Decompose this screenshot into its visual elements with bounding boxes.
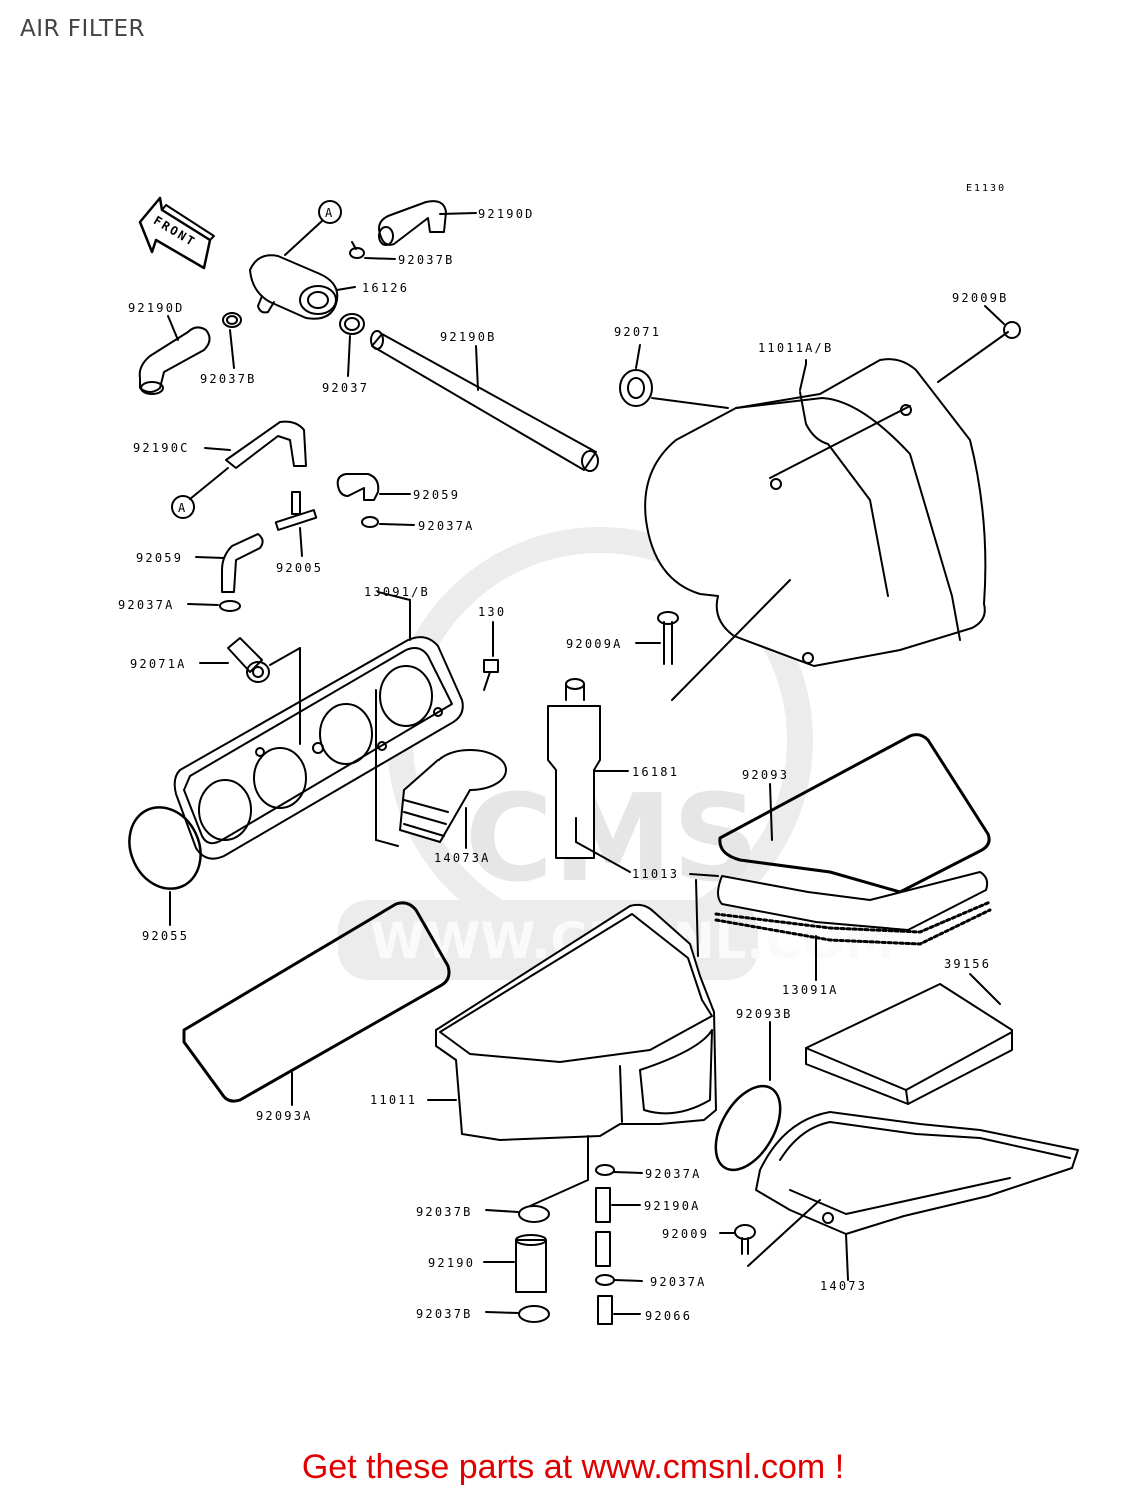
fitting-92066 [597, 1295, 641, 1325]
label-16126: 16126 [362, 281, 409, 295]
label-92037B-left: 92037B [200, 372, 257, 386]
hose-92059-right [336, 473, 411, 501]
label-16181: 16181 [632, 765, 679, 779]
diagram-code: E1130 [966, 183, 1006, 194]
label-92093B: 92093B [736, 1007, 793, 1021]
hose-92190A [595, 1187, 641, 1267]
hose-92190B [370, 330, 599, 472]
label-92190A: 92190A [644, 1199, 701, 1213]
watermark-brand: CMS [465, 770, 759, 909]
label-92055: 92055 [142, 929, 189, 943]
label-92071: 92071 [614, 325, 661, 339]
clip-92037B-bottom2 [485, 1305, 550, 1323]
clip-92037A-mid [361, 516, 415, 528]
upper-case-11011AB [644, 358, 987, 701]
oring-92055 [128, 806, 202, 926]
label-92037B-bottom2: 92037B [416, 1307, 473, 1321]
bolt-92009 [719, 1224, 756, 1255]
label-92071A: 92071A [130, 657, 187, 671]
bolt-92009B [937, 305, 1021, 383]
ref-marker-a-top: A [284, 200, 342, 256]
label-11011: 11011 [370, 1093, 417, 1107]
label-92037A-bottom2: 92037A [650, 1275, 707, 1289]
holder-plate-13091B [173, 591, 464, 860]
label-13091A: 13091A [782, 983, 839, 997]
element-39156 [805, 973, 1013, 1105]
oring-92093B [714, 1021, 782, 1172]
clip-92037B-bottom1 [485, 1205, 550, 1223]
label-92190C: 92190C [133, 441, 190, 455]
plug-92071A [199, 637, 270, 683]
front-arrow-icon: FRONT [138, 196, 215, 270]
label-92037A-left: 92037A [118, 598, 175, 612]
ref-marker-a-label: A [325, 206, 334, 220]
label-39156: 39156 [944, 957, 991, 971]
label-92037: 92037 [322, 381, 369, 395]
label-92059-left: 92059 [136, 551, 183, 565]
label-14073A: 14073A [434, 851, 491, 865]
label-92037A-bottom: 92037A [645, 1167, 702, 1181]
label-92190D-left: 92190D [128, 301, 185, 315]
label-92037A-mid: 92037A [418, 519, 475, 533]
gasket-92093A [182, 901, 451, 1106]
component-16181 [547, 678, 631, 873]
label-11013: 11013 [632, 867, 679, 881]
hose-92190D-top [378, 200, 477, 246]
screw-92009A [635, 611, 679, 665]
label-13091B: 13091/B [364, 585, 430, 599]
label-92009B: 92009B [952, 291, 1009, 305]
ref-marker-a-label: A [178, 501, 187, 515]
label-92093: 92093 [742, 768, 789, 782]
label-14073: 14073 [820, 1279, 867, 1293]
label-11011AB: 11011A/B [758, 341, 833, 355]
clip-92037A-left [187, 600, 241, 612]
clip-92037A-bottom2 [595, 1274, 643, 1286]
label-92190B: 92190B [440, 330, 497, 344]
footer-link[interactable]: Get these parts at www.cmsnl.com ! [301, 1448, 845, 1486]
label-92066: 92066 [645, 1309, 692, 1323]
valve-16126 [249, 254, 356, 320]
ref-marker-a-left: A [171, 467, 229, 519]
grommet-92071 [619, 344, 729, 409]
pad-11013 [689, 871, 989, 957]
label-130: 130 [478, 605, 506, 619]
page-title: AIR FILTER [20, 16, 146, 42]
label-92190D-top: 92190D [478, 207, 535, 221]
hose-92190D-left [138, 315, 211, 395]
clip-92037B-top [349, 241, 396, 260]
clip-92037A-bottom [595, 1164, 643, 1176]
label-92005: 92005 [276, 561, 323, 575]
gasket-92093 [718, 733, 991, 894]
fitting-92005 [274, 491, 318, 557]
mesh-13091A [714, 900, 992, 981]
lower-case-11011 [427, 903, 717, 1207]
pipe-92190 [483, 1234, 547, 1293]
hose-92190C [204, 420, 307, 469]
filter-14073A [375, 689, 507, 849]
label-92009A: 92009A [566, 637, 623, 651]
label-92190: 92190 [428, 1256, 475, 1270]
bolt-130 [483, 621, 499, 691]
part-labels: 92190D 92037B 16126 92190D 92037B 92037 … [118, 207, 1009, 1323]
label-92093A: 92093A [256, 1109, 313, 1123]
hose-92059-left [195, 533, 264, 593]
clip-92037 [339, 313, 365, 377]
duct-14073 [747, 1111, 1079, 1281]
label-92037B-bottom1: 92037B [416, 1205, 473, 1219]
label-92037B-top: 92037B [398, 253, 455, 267]
label-92059-right: 92059 [413, 488, 460, 502]
clip-92037B-left [222, 312, 242, 369]
label-92009: 92009 [662, 1227, 709, 1241]
exploded-parts-diagram: CMS WWW.CMSNL.COM E1130 FRONT A A [118, 183, 1079, 1325]
